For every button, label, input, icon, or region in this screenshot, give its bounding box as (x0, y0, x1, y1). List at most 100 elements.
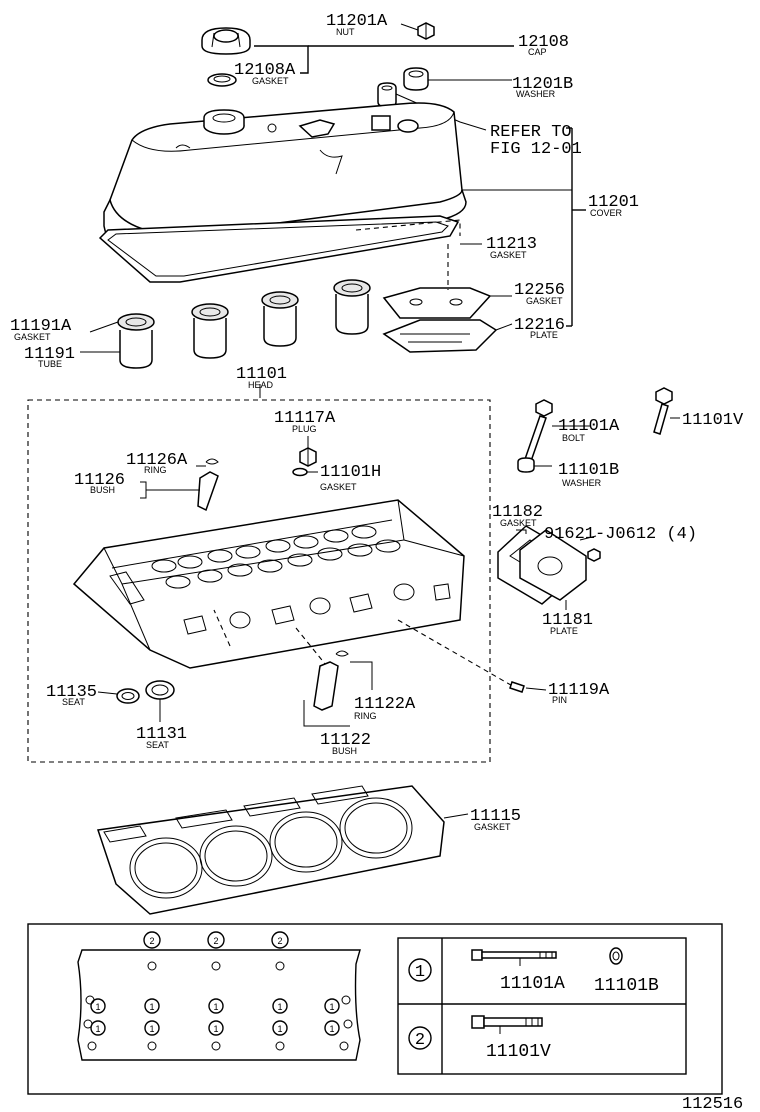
svg-text:NUT: NUT (336, 27, 355, 37)
svg-text:2: 2 (213, 936, 218, 946)
svg-text:PLATE: PLATE (550, 626, 578, 636)
pin-11119a-illustration (509, 681, 525, 693)
label-11201: 11201 COVER (588, 193, 639, 218)
label-refer-to-fig: REFER TO FIG 12-01 (490, 123, 582, 159)
washer-11101b-illustration (517, 457, 535, 473)
svg-text:11131: 11131 (136, 725, 187, 744)
svg-text:12108: 12108 (518, 33, 569, 52)
svg-text:11101A: 11101A (558, 417, 620, 436)
label-11213: 11213 GASKET (486, 235, 537, 260)
spark-plug-tube-illustrations (117, 279, 371, 369)
cover-gasket-illustration (98, 215, 460, 283)
svg-text:11101V: 11101V (682, 411, 744, 430)
svg-text:1: 1 (149, 1024, 154, 1034)
nut-11201a-illustration (417, 22, 435, 40)
label-11122: 11122 BUSH (320, 731, 371, 756)
washer-11201b-illustration (377, 67, 429, 108)
svg-text:2: 2 (149, 936, 154, 946)
svg-text:REFER TO: REFER TO (490, 123, 572, 142)
svg-text:GASKET: GASKET (526, 296, 563, 306)
bolt-11101a-illustration (523, 399, 553, 465)
svg-text:1: 1 (149, 1002, 154, 1012)
svg-text:GASKET: GASKET (474, 822, 511, 832)
svg-text:11101A: 11101A (500, 974, 565, 994)
label-11182: 11182 GASKET (492, 503, 543, 528)
svg-text:GASKET: GASKET (500, 518, 537, 528)
svg-text:12256: 12256 (514, 281, 565, 300)
svg-text:PLUG: PLUG (292, 424, 317, 434)
label-12108a: 12108A GASKET (234, 61, 296, 86)
cap-gasket-illustration (207, 73, 237, 87)
svg-text:1: 1 (95, 1024, 100, 1034)
svg-text:BUSH: BUSH (90, 485, 115, 495)
plate-11181-illustration (497, 525, 587, 605)
label-11181: 11181 PLATE (542, 611, 593, 636)
svg-text:11201: 11201 (588, 193, 639, 212)
label-11115: 11115 GASKET (470, 807, 521, 832)
label-11101a: 11101A BOLT (558, 417, 620, 443)
label-11191: 11191 TUBE (24, 345, 75, 369)
svg-text:11126A: 11126A (126, 451, 188, 470)
svg-text:GASKET: GASKET (490, 250, 527, 260)
svg-text:11213: 11213 (486, 235, 537, 254)
svg-text:PLATE: PLATE (530, 330, 558, 340)
label-11119a: 11119A PIN (548, 681, 610, 705)
oil-filler-cap-illustration (201, 27, 251, 55)
svg-text:GASKET: GASKET (14, 332, 51, 342)
svg-text:11126: 11126 (74, 471, 125, 490)
label-11122a: 11122A RING (354, 695, 416, 721)
svg-text:SEAT: SEAT (146, 740, 169, 750)
head-bolt-pattern-illustration (77, 949, 361, 1061)
label-11101b: 11101B WASHER (558, 461, 619, 488)
svg-text:11182: 11182 (492, 503, 543, 522)
svg-text:11191: 11191 (24, 345, 75, 364)
svg-text:11119A: 11119A (548, 681, 610, 700)
label-11201a: 11201A NUT (326, 12, 388, 37)
label-12108: 12108 CAP (518, 33, 569, 57)
svg-text:11201A: 11201A (326, 12, 388, 31)
breather-plate-illustration (382, 319, 498, 353)
legend-table: 1 2 (397, 937, 687, 1075)
svg-text:PIN: PIN (552, 695, 567, 705)
plug-11117a-illustration (299, 447, 317, 467)
head-gasket-illustration (97, 785, 445, 915)
svg-text:11117A: 11117A (274, 409, 336, 428)
svg-text:FIG 12-01: FIG 12-01 (490, 140, 582, 159)
label-11101h: 11101H GASKET (320, 463, 381, 492)
svg-text:1: 1 (329, 1002, 334, 1012)
svg-text:11101H: 11101H (320, 463, 381, 482)
svg-text:11101B: 11101B (558, 461, 619, 480)
svg-text:11115: 11115 (470, 807, 521, 826)
valve-seat-illustrations (116, 680, 175, 704)
svg-text:RING: RING (144, 465, 167, 475)
svg-text:11181: 11181 (542, 611, 593, 630)
bolt-11101v-illustration (653, 387, 673, 435)
svg-text:RING: RING (354, 711, 377, 721)
bush-11122-illustration (313, 650, 349, 711)
svg-text:WASHER: WASHER (516, 89, 556, 99)
svg-text:11101B: 11101B (594, 976, 659, 996)
svg-text:1: 1 (95, 1002, 100, 1012)
svg-text:TUBE: TUBE (38, 359, 62, 369)
bolt-91621-illustration (587, 548, 601, 562)
svg-text:HEAD: HEAD (248, 380, 274, 390)
label-11135: 11135 SEAT (46, 683, 97, 707)
svg-text:2: 2 (415, 1031, 425, 1050)
svg-text:11101V: 11101V (486, 1042, 551, 1062)
label-11131: 11131 SEAT (136, 725, 187, 750)
cylinder-head-illustration (72, 499, 465, 669)
label-11101v: 11101V (682, 411, 744, 430)
svg-text:GASKET: GASKET (252, 76, 289, 86)
svg-text:1: 1 (277, 1024, 282, 1034)
svg-text:11101: 11101 (236, 365, 287, 384)
bush-11126-illustration (197, 458, 219, 512)
svg-text:1: 1 (213, 1024, 218, 1034)
figure-number: 112516 (682, 1095, 743, 1112)
svg-text:GASKET: GASKET (320, 482, 357, 492)
svg-text:WASHER: WASHER (562, 478, 602, 488)
legend-row1-labels: 11101A 11101B (500, 974, 659, 996)
marker-1-rows: 1 1 1 1 1 1 1 1 1 1 (90, 998, 340, 1036)
gasket-11101h-illustration (292, 467, 308, 477)
svg-text:1: 1 (213, 1002, 218, 1012)
